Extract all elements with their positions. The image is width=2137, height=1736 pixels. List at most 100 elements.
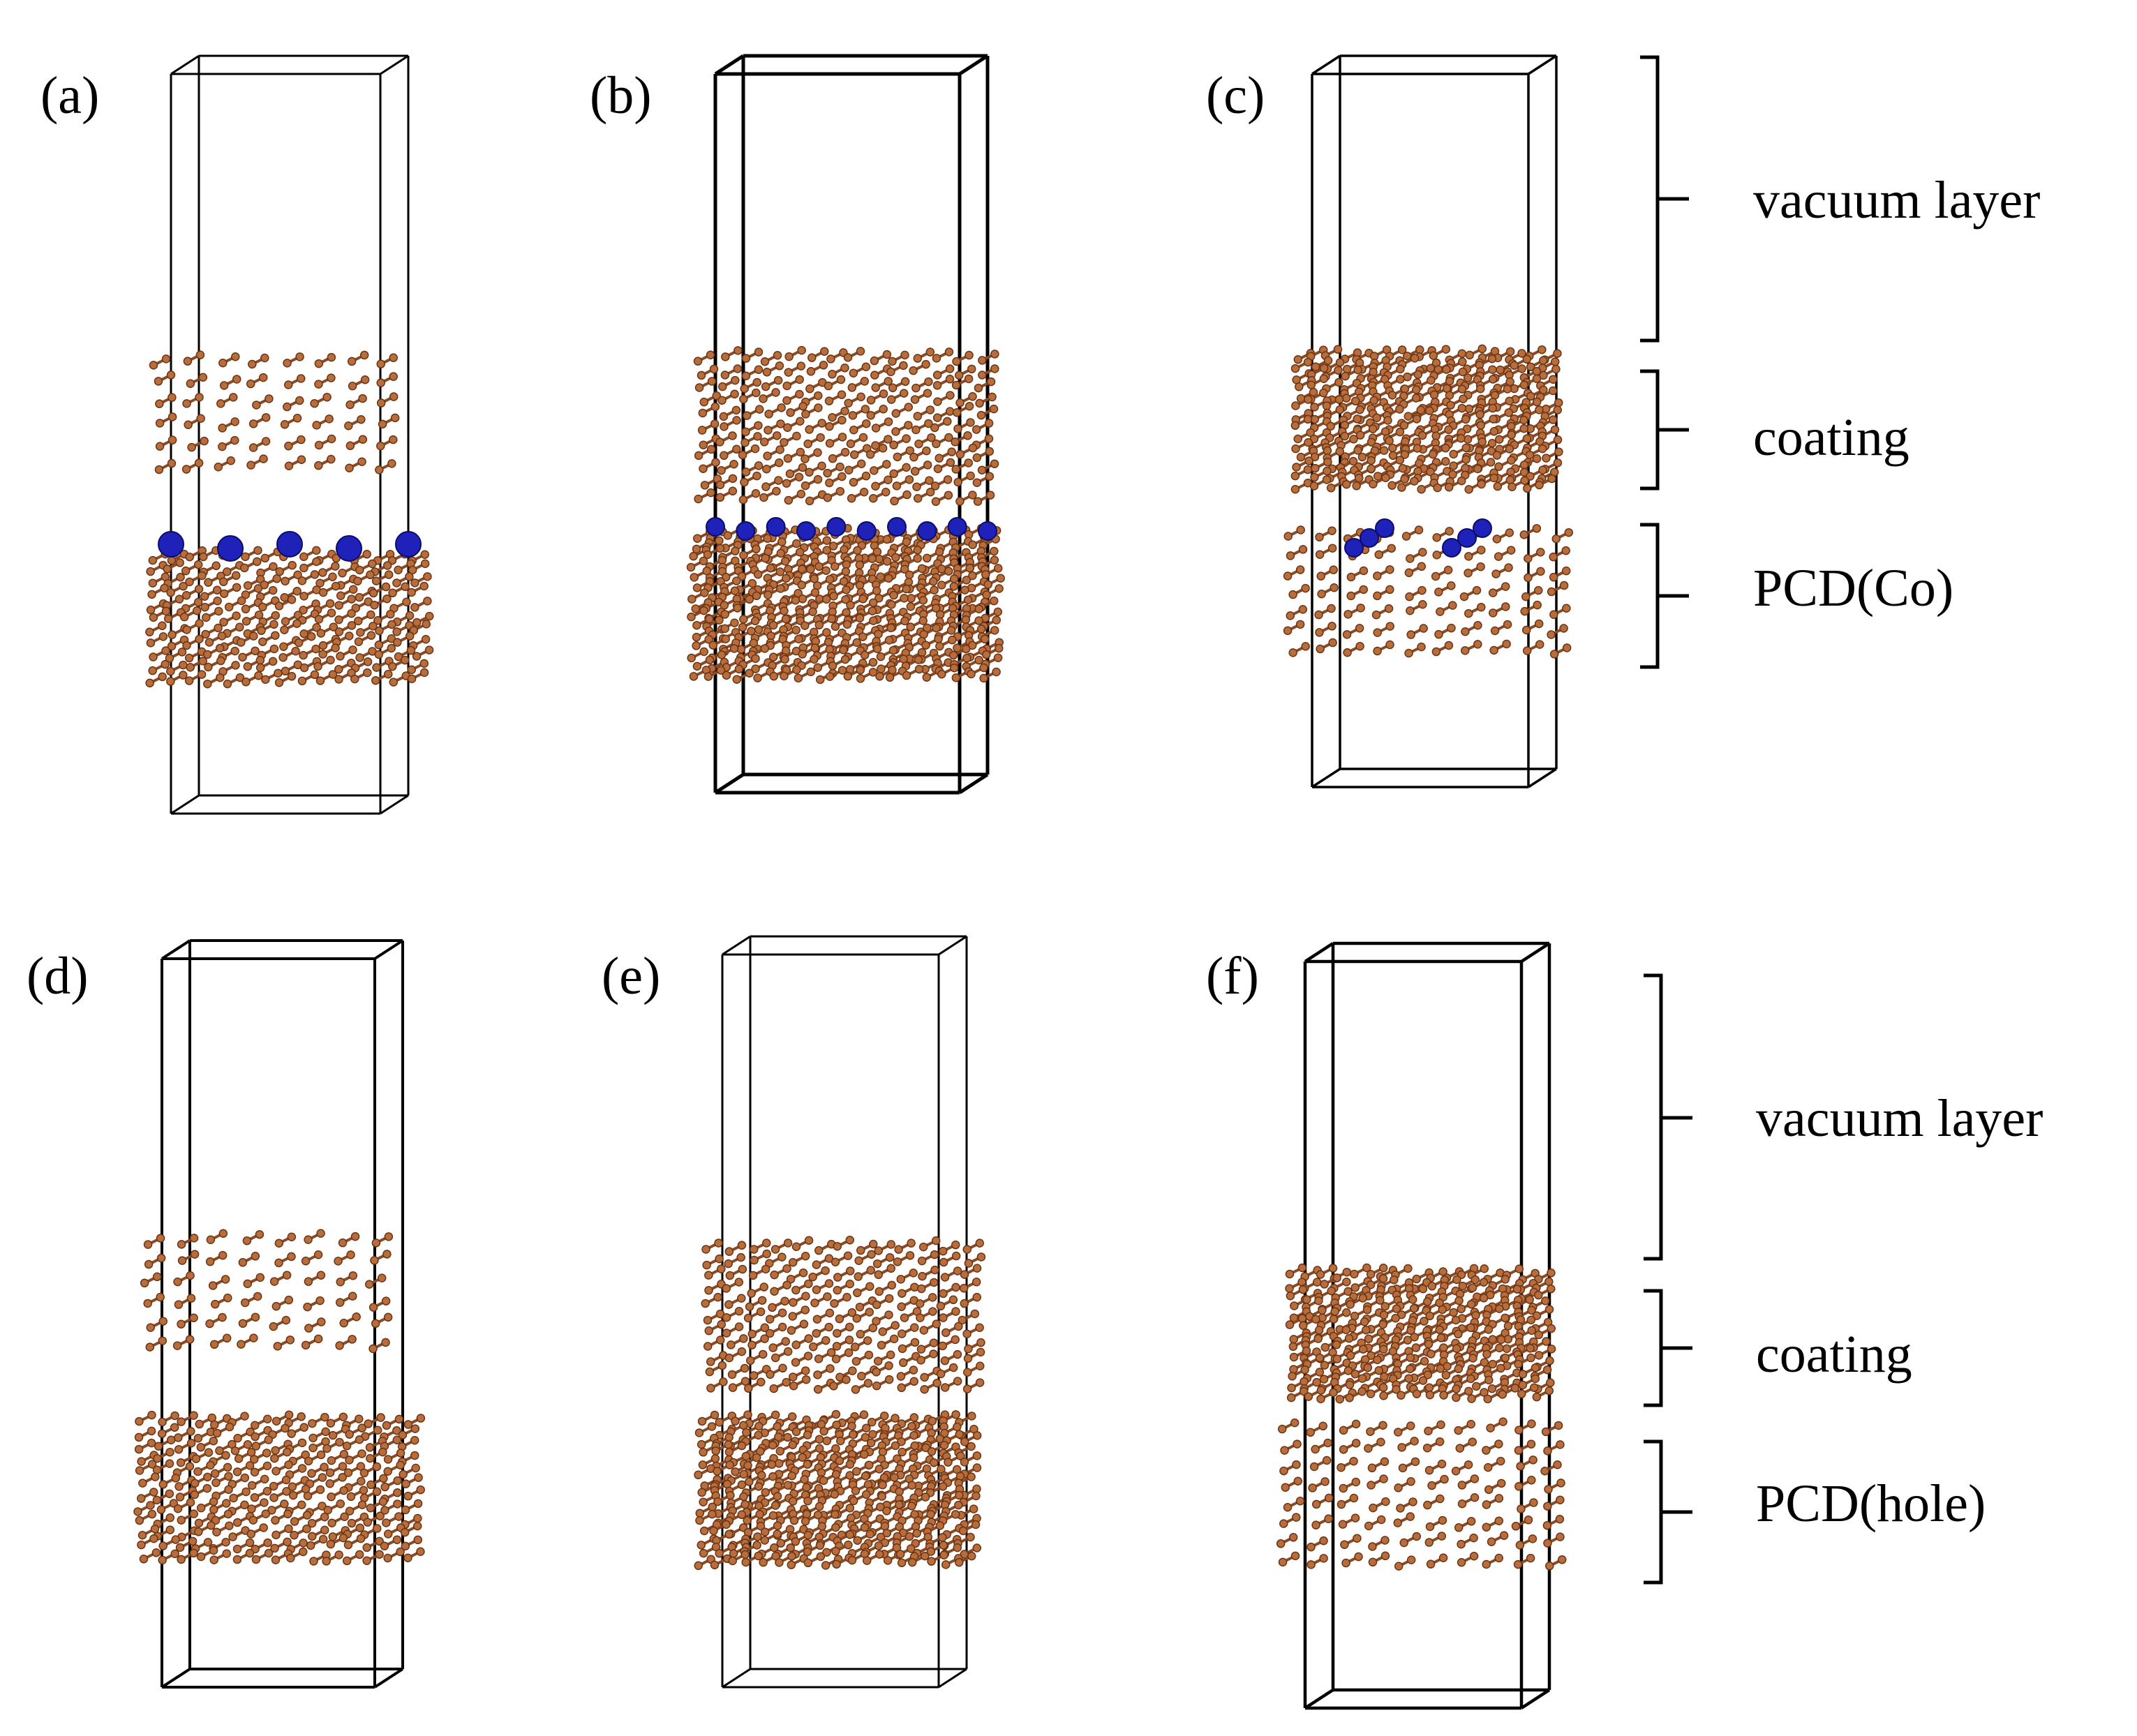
carbon-atom bbox=[419, 581, 429, 591]
carbon-atom bbox=[1561, 546, 1570, 555]
carbon-atom bbox=[932, 413, 942, 422]
carbon-atom bbox=[1457, 403, 1467, 413]
carbon-atom bbox=[136, 1494, 146, 1503]
carbon-atom bbox=[251, 1312, 260, 1322]
carbon-atom bbox=[939, 1541, 948, 1550]
carbon-atom bbox=[217, 631, 227, 641]
carbon-atom bbox=[407, 588, 416, 597]
carbon-atom bbox=[184, 420, 193, 430]
carbon-atom bbox=[812, 1315, 822, 1324]
carbon-atom bbox=[405, 631, 415, 641]
carbon-atom bbox=[828, 454, 837, 463]
carbon-atom bbox=[1404, 648, 1413, 658]
carbon-atom bbox=[951, 1251, 961, 1261]
carbon-atom bbox=[803, 1430, 812, 1439]
carbon-atom bbox=[1461, 455, 1470, 464]
carbon-atom bbox=[884, 1375, 894, 1384]
carbon-atom bbox=[759, 493, 768, 502]
carbon-atom bbox=[229, 393, 238, 402]
carbon-atom bbox=[728, 1556, 737, 1566]
carbon-atom bbox=[1322, 401, 1332, 410]
carbon-atom bbox=[750, 444, 760, 454]
carbon-atom bbox=[737, 1347, 747, 1356]
carbon-atom bbox=[363, 657, 373, 666]
carbon-atom bbox=[209, 1340, 219, 1349]
carbon-atom bbox=[1319, 364, 1329, 373]
carbon-atom bbox=[251, 1252, 260, 1261]
carbon-atom bbox=[312, 546, 321, 555]
carbon-atom bbox=[826, 1348, 836, 1357]
carbon-atom bbox=[990, 364, 999, 373]
carbon-atom bbox=[1476, 562, 1485, 571]
carbon-atom bbox=[410, 1424, 420, 1433]
coating-atoms bbox=[1290, 344, 1563, 494]
carbon-atom bbox=[699, 464, 708, 473]
carbon-atom bbox=[721, 352, 730, 361]
carbon-atom bbox=[812, 1260, 821, 1269]
carbon-atom bbox=[1524, 573, 1533, 583]
carbon-atom bbox=[235, 622, 244, 632]
carbon-atom bbox=[271, 1530, 281, 1540]
carbon-atom bbox=[212, 585, 222, 594]
carbon-atom bbox=[315, 578, 325, 588]
carbon-atom bbox=[783, 454, 793, 463]
carbon-atom bbox=[1445, 377, 1454, 386]
carbon-atom bbox=[728, 431, 737, 440]
carbon-atom bbox=[876, 572, 885, 581]
carbon-atom bbox=[312, 623, 321, 632]
carbon-atom bbox=[322, 1444, 332, 1453]
carbon-atom bbox=[953, 424, 962, 433]
carbon-atom bbox=[845, 1530, 854, 1539]
carbon-atom bbox=[152, 1495, 162, 1505]
carbon-atom bbox=[1520, 606, 1529, 616]
carbon-atom bbox=[939, 1550, 948, 1559]
carbon-atom bbox=[1536, 567, 1545, 576]
carbon-atom bbox=[831, 1257, 840, 1267]
carbon-atom bbox=[697, 371, 706, 380]
carbon-atom bbox=[348, 1335, 357, 1344]
carbon-atom bbox=[1553, 405, 1562, 414]
carbon-atom bbox=[878, 1327, 887, 1336]
carbon-atom bbox=[955, 497, 965, 506]
carbon-atom bbox=[1534, 619, 1544, 629]
carbon-atom bbox=[224, 602, 234, 612]
carbon-atom bbox=[698, 1460, 708, 1469]
carbon-atom bbox=[273, 1342, 283, 1351]
carbon-atom bbox=[874, 1246, 884, 1255]
carbon-atom bbox=[884, 417, 893, 426]
carbon-atom bbox=[737, 1441, 747, 1451]
carbon-atom bbox=[887, 600, 896, 609]
carbon-atom bbox=[366, 1453, 375, 1463]
carbon-atom bbox=[705, 1367, 715, 1377]
carbon-atom bbox=[733, 364, 743, 373]
carbon-atom bbox=[832, 1420, 841, 1430]
carbon-atom bbox=[287, 1232, 297, 1241]
carbon-atom bbox=[1341, 371, 1350, 381]
carbon-atom bbox=[147, 1438, 156, 1448]
carbon-atom bbox=[697, 426, 707, 435]
carbon-atom bbox=[972, 1484, 981, 1494]
carbon-atom bbox=[339, 1486, 348, 1495]
carbon-atom bbox=[971, 1520, 981, 1529]
carbon-atom bbox=[328, 1532, 338, 1541]
carbon-atom bbox=[380, 1541, 389, 1550]
carbon-atom bbox=[819, 1426, 828, 1436]
carbon-atom bbox=[828, 661, 837, 671]
carbon-atom bbox=[347, 357, 357, 366]
carbon-atom bbox=[156, 1292, 165, 1302]
carbon-atom bbox=[309, 1557, 318, 1566]
carbon-atom bbox=[814, 620, 824, 630]
carbon-atom bbox=[1329, 565, 1338, 574]
cobalt-atom bbox=[395, 531, 422, 558]
carbon-atom bbox=[155, 399, 164, 408]
carbon-atom bbox=[269, 1493, 278, 1502]
cobalt-atom bbox=[736, 521, 756, 541]
carbon-atom bbox=[186, 663, 195, 672]
carbon-atom bbox=[752, 591, 761, 601]
carbon-atom bbox=[829, 1382, 838, 1391]
carbon-atom bbox=[198, 657, 207, 666]
carbon-atom bbox=[738, 495, 748, 504]
carbon-atom bbox=[211, 1478, 221, 1488]
carbon-atom bbox=[783, 1432, 792, 1442]
carbon-atom bbox=[261, 675, 270, 684]
